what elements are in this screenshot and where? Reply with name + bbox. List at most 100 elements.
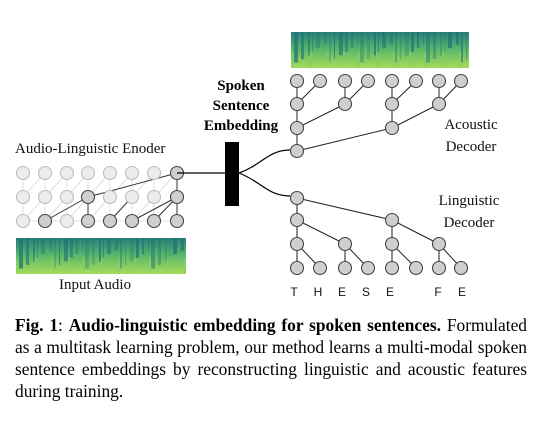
spectrogram-stripe [82,238,83,251]
tree-node [384,96,400,112]
spectrogram-stripe [378,32,379,52]
linguistic-decoder-label: Linguistic Decoder [426,193,512,232]
output-char: E [385,285,394,299]
spectrogram-stripe [99,238,101,262]
spectrogram-stripe [64,238,68,262]
tree-node [312,73,328,89]
tree-node [169,213,185,229]
acoustic-decoder-label: Acoustic Decoder [428,117,514,156]
tree-node [37,213,53,229]
spectrogram-stripe [423,32,424,45]
spectrogram-stripe [345,32,348,52]
tree-node [289,236,305,252]
spectrogram-stripe [26,238,29,265]
spectrogram-stripe [165,238,167,262]
spectrogram-stripe [358,51,360,68]
tree-edge [296,127,393,152]
acoustic-decoder-line: Decoder [445,139,497,155]
spectrogram-stripe [360,32,364,63]
tree-node [384,212,400,228]
tree-node [431,73,447,89]
spectrogram-stripe [59,238,60,265]
tree-node [289,143,305,159]
tree-node [384,260,400,276]
tree-node [431,236,447,252]
spectrogram-stripe [339,32,343,56]
tree-node [289,120,305,136]
spectrogram-stripe [49,238,52,251]
tree-node [384,236,400,252]
tree-node [289,73,305,89]
spectrogram-stripe [329,32,331,63]
tree-node [360,73,376,89]
spectrogram-stripe [83,257,85,274]
spectrogram-stripe [136,238,139,258]
spectrogram-stripe [393,51,395,68]
acoustic-decoder-tree [289,73,469,159]
tree-node [124,165,140,181]
tree-node [289,190,305,206]
tree-node [146,165,162,181]
acoustic-spectrogram [291,32,469,68]
output-char: S [361,285,370,299]
tree-edge [44,196,89,222]
figure: Audio-Linguistic Enoder Input Audio Spok… [15,32,514,299]
spectrogram-stripe [76,238,78,255]
embedding-to-acoustic-edge [238,149,291,174]
tree-node [384,120,400,136]
spectrogram-stripe [16,238,17,251]
tree-edge [131,196,178,222]
spectrogram-stripe [409,51,411,68]
spectrogram-stripe [181,238,184,251]
spectrogram-stripe [459,51,461,68]
tree-node [15,189,31,205]
spectrogram-stripe [130,238,134,262]
embedding-label: Spoken Sentence Embedding [188,76,294,136]
caption-body: Formulated as a multitask learning probl… [15,315,528,401]
output-char: E [457,285,466,299]
linguistic-decoder-line: Linguistic [438,193,500,209]
spectrogram-stripe [424,51,426,68]
spectrogram-stripe [167,257,169,274]
tree-node [431,260,447,276]
tree-node [102,165,118,181]
output-char: H [313,285,323,299]
spectrogram-stripe [52,257,54,274]
tree-edge [296,103,346,129]
tree-node [453,73,469,89]
spectrogram-stripe [125,238,126,265]
tree-node [124,213,140,229]
output-char: E [337,285,346,299]
tree-edge [296,197,393,221]
tree-node [124,189,140,205]
spectrogram-stripe [351,32,353,49]
spectrogram-stripe [312,32,313,52]
spectrogram-stripe [19,238,23,269]
spectrogram-stripe [405,32,409,56]
input-spectrogram [16,238,186,274]
tree-node [431,96,447,112]
spectrogram-stripe [169,238,170,258]
tree-node [80,213,96,229]
tree-node [337,260,353,276]
spectrogram-stripe [35,257,37,274]
spectrogram-stripe [68,257,70,274]
output-char: F [434,285,442,299]
caption-separator: : [58,315,69,335]
tree-node [80,189,96,205]
tree-node [59,165,75,181]
spectrogram-stripe [442,51,444,68]
spectrogram-stripe [292,51,294,68]
tree-node [37,189,53,205]
spectrogram-stripe [41,238,45,255]
spectrogram-stripe [417,32,419,49]
encoder-network [15,165,185,229]
spectrogram-stripe [33,238,35,262]
spectrogram-stripe [324,32,327,45]
spectrogram-stripe [151,238,155,269]
spectrogram-stripe [134,257,136,274]
tree-node [15,165,31,181]
spectrogram-stripe [444,32,445,52]
spectrogram-stripe [120,238,122,269]
tree-node [80,165,96,181]
